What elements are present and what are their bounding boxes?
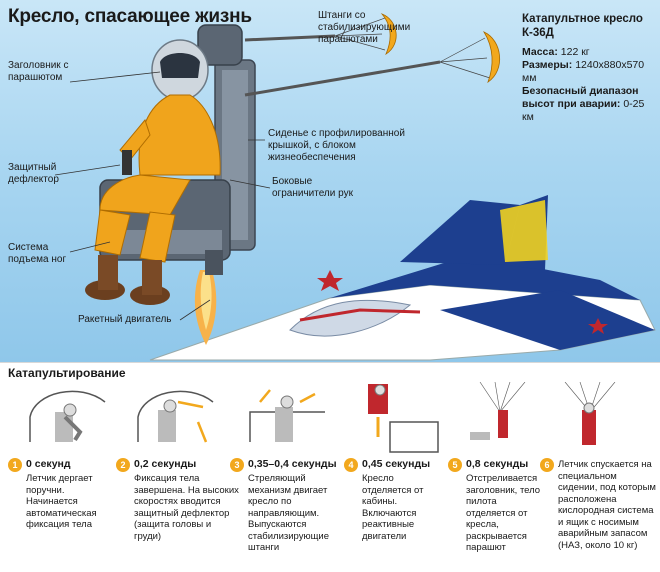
range-label: Безопасный диапазон высот при аварии: [522, 85, 639, 110]
step-5-pictogram [470, 382, 526, 440]
step-4-number: 4 [344, 458, 358, 472]
step-3-number: 3 [230, 458, 244, 472]
step-1-number: 1 [8, 458, 22, 472]
step-5-number: 5 [448, 458, 462, 472]
step-2-number: 2 [116, 458, 130, 472]
step-4-text: Кресло отделяется от кабины. Включаются … [362, 473, 424, 542]
jet-aircraft [149, 195, 656, 361]
callout-arm-limiters: Боковые ограничители рук [272, 176, 353, 199]
spec-heading: Катапультное кресло К-36Д [522, 13, 643, 39]
sequence-title: Катапультирование [8, 366, 126, 380]
step-3-time: 0,35–0,4 секунды [248, 458, 337, 470]
step-5-time: 0,8 секунды [466, 458, 529, 470]
spec-panel: Катапультное кресло К-36Д Масса: 122 кг … [522, 12, 656, 124]
callout-deflector: Защитный дефлектор [8, 162, 59, 185]
leader-lines [54, 29, 346, 321]
callout-leg-lift: Система подъема ног [8, 242, 67, 265]
step-1-text: Летчик дергает поручни. Начинается автом… [26, 473, 97, 530]
callout-headrest: Заголовник с парашютом [8, 60, 69, 83]
step-6-number: 6 [540, 458, 554, 472]
rocket-flame [194, 270, 217, 345]
step-4-pictogram [368, 384, 439, 453]
callout-seat: Сиденье с профилированной крышкой, с бло… [268, 128, 405, 163]
callout-stabilizer: Штанги со стабилизирующими парашютами [318, 10, 411, 45]
step-5-text: Отстреливается заголовник, тело пилота о… [466, 473, 541, 553]
size-value: 1240х880х570 мм [522, 59, 645, 84]
mass-value: 122 кг [560, 46, 590, 58]
step-2-pictogram [137, 390, 214, 443]
callout-rocket: Ракетный двигатель [78, 314, 172, 325]
range-value: 0-25 км [522, 98, 645, 123]
step-3-text: Стреляющий механизм двигает кресло по на… [248, 473, 329, 553]
step-2-text: Фиксация тела завершена. На высоких скор… [134, 473, 239, 542]
step-6-text: Летчик спускается на специальном сидении… [558, 459, 656, 551]
step-1-pictogram [29, 390, 106, 442]
pilot-figure [85, 39, 221, 305]
mass-label: Масса: [522, 46, 558, 58]
step-3-pictogram [249, 389, 325, 442]
size-label: Размеры: [522, 59, 573, 71]
step-1-time: 0 секунд [26, 458, 71, 470]
page-title: Кресло, спасающее жизнь [8, 6, 252, 27]
divider [0, 362, 660, 363]
step-6-pictogram [564, 382, 616, 445]
step-4-time: 0,45 секунды [362, 458, 431, 470]
main-illustration [54, 13, 656, 361]
step-2-time: 0,2 секунды [134, 458, 197, 470]
